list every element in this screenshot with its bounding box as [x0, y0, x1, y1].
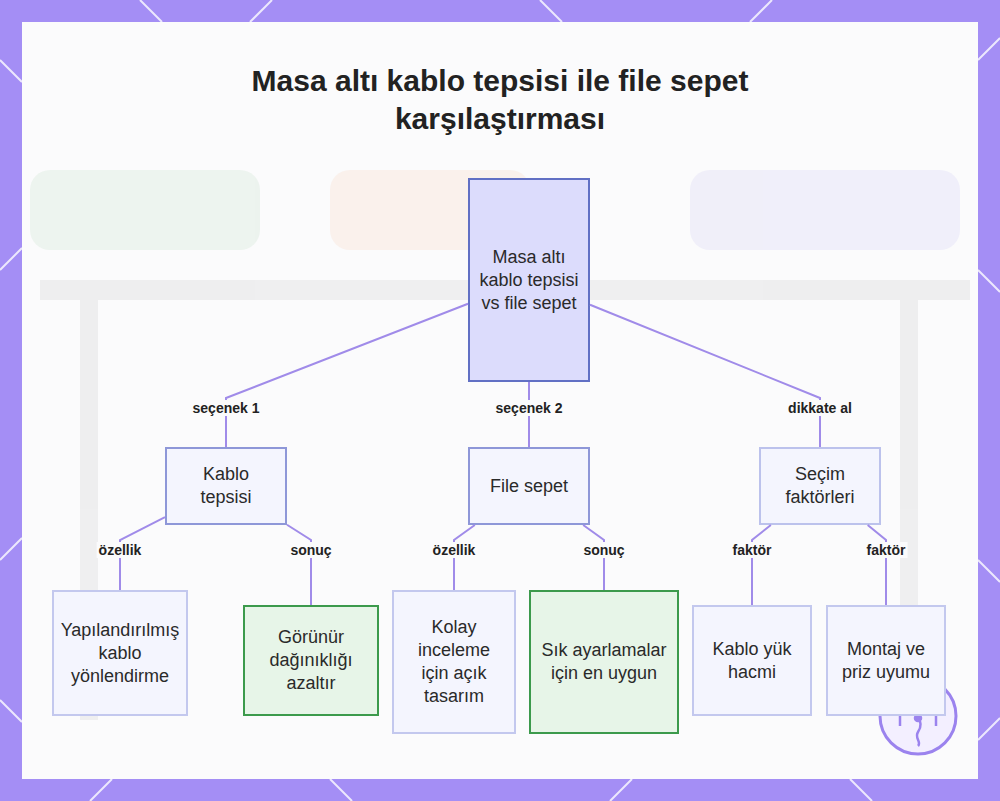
edge-label: özellik	[431, 542, 478, 558]
edge-label: seçenek 1	[191, 400, 262, 416]
topic-box: Görünür dağınıklığı azaltır	[243, 605, 379, 716]
root-box: Masa altı kablo tepsisi vs file sepet	[468, 178, 590, 382]
topic-box: Yapılandırılmış kablo yönlendirme	[52, 590, 188, 716]
connector-line	[226, 304, 468, 447]
topic-box: Kablo yük hacmi	[692, 605, 812, 716]
edge-label: seçenek 2	[494, 400, 565, 416]
edge-label: sonuç	[288, 542, 333, 558]
topic-box: Kablo tepsisi	[165, 447, 287, 525]
edge-label: özellik	[97, 542, 144, 558]
node-text: Görünür dağınıklığı azaltır	[253, 626, 369, 695]
diagram-title: Masa altı kablo tepsisi ile file sepet k…	[200, 62, 800, 138]
topic-box: File sepet	[468, 447, 590, 525]
node-text: Seçim faktörleri	[769, 463, 871, 509]
topic-box: Seçim faktörleri	[759, 447, 881, 525]
node-text: Masa altı kablo tepsisi vs file sepet	[478, 246, 580, 315]
node-text: File sepet	[490, 475, 568, 498]
connector-line	[590, 305, 820, 447]
node-text: Montaj ve priz uyumu	[836, 638, 936, 684]
connector-line	[868, 525, 886, 605]
node-text: Kablo yük hacmi	[702, 638, 802, 684]
node-text: Yapılandırılmış kablo yönlendirme	[61, 619, 180, 688]
connector-line	[752, 525, 771, 605]
edge-label: faktör	[865, 542, 908, 558]
node-text: Sık ayarlamalar için en uygun	[539, 639, 669, 685]
edge-label: sonuç	[581, 542, 626, 558]
node-text: Kablo tepsisi	[175, 463, 277, 509]
node-text: Kolay inceleme için açık tasarım	[402, 616, 506, 708]
connector-line	[287, 525, 311, 605]
topic-box: Montaj ve priz uyumu	[826, 605, 946, 716]
edge-label: dikkate al	[786, 400, 854, 416]
topic-box: Kolay inceleme için açık tasarım	[392, 590, 516, 734]
edge-label: faktör	[731, 542, 774, 558]
topic-box: Sık ayarlamalar için en uygun	[529, 590, 679, 734]
